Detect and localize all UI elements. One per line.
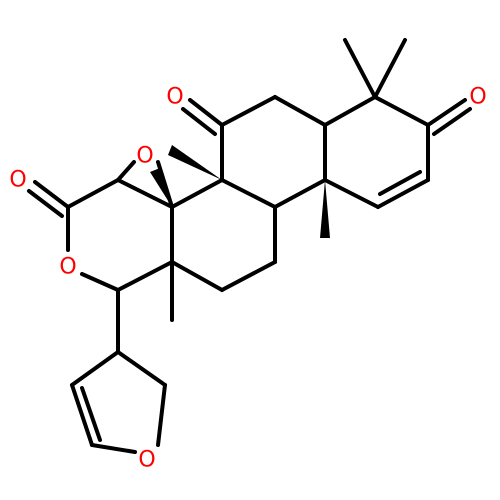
bond bbox=[90, 443, 137, 454]
atom-labels: O O O O O O bbox=[9, 85, 486, 473]
bond bbox=[323, 178, 380, 209]
wedge-bond bbox=[320, 180, 330, 238]
atom-label-furan: O bbox=[138, 448, 155, 473]
bond bbox=[181, 107, 217, 136]
bond bbox=[156, 383, 167, 447]
atom-label-enone: O bbox=[469, 85, 486, 110]
bond bbox=[116, 350, 167, 387]
atom-label-lactone-ring: O bbox=[59, 255, 76, 280]
bond bbox=[426, 98, 467, 127]
bond bbox=[343, 38, 377, 99]
bond bbox=[66, 178, 120, 209]
bond bbox=[432, 107, 472, 136]
bond bbox=[70, 350, 120, 387]
bond bbox=[33, 180, 70, 209]
bond bbox=[70, 383, 94, 447]
bond bbox=[116, 178, 174, 209]
atom-label-lactone-carbonyl: O bbox=[9, 168, 26, 193]
bond bbox=[220, 260, 277, 292]
bond bbox=[378, 170, 422, 196]
bond bbox=[373, 95, 430, 127]
bond bbox=[116, 260, 174, 292]
bond bbox=[323, 95, 377, 127]
wedge-bond bbox=[150, 168, 172, 207]
bond bbox=[273, 95, 327, 127]
bond bbox=[80, 272, 120, 292]
bond bbox=[220, 178, 277, 209]
atom-label-ketone-top: O bbox=[166, 85, 183, 110]
bond-skeleton bbox=[27, 38, 472, 454]
wedge-bond bbox=[168, 145, 222, 180]
bond bbox=[273, 178, 327, 209]
bond bbox=[170, 178, 224, 209]
atom-label-epoxide: O bbox=[136, 144, 153, 169]
bond bbox=[188, 98, 224, 127]
bond bbox=[116, 160, 136, 182]
bond bbox=[27, 189, 64, 218]
bond bbox=[80, 386, 102, 442]
bond bbox=[170, 260, 224, 292]
bond bbox=[373, 38, 407, 99]
bond bbox=[376, 178, 430, 209]
bond bbox=[220, 95, 277, 127]
